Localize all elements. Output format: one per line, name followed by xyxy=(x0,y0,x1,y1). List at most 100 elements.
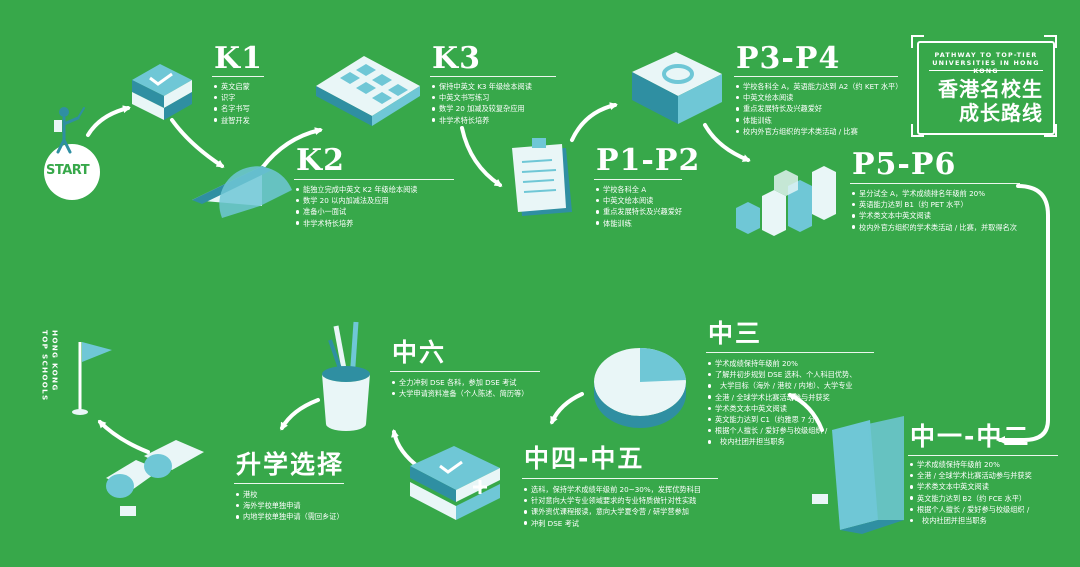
stage-rule xyxy=(294,179,454,181)
stage-rule xyxy=(706,352,874,354)
stage-item: 学校各科全 A，英语能力达到 A2（约 KET 水平） xyxy=(736,81,902,92)
stage-item: 学校各科全 A xyxy=(596,184,682,195)
arrow-uni-to-goal xyxy=(97,419,150,454)
arrow-s4s5-to-s6 xyxy=(391,429,422,470)
stage-title: K1 xyxy=(214,41,263,76)
stage-item: 校内外官方组织的学术类活动 / 比赛 xyxy=(736,126,902,137)
goal-flag-icon xyxy=(72,342,112,415)
stage-items: 英文启蒙 识字 名字书写 益智开发 xyxy=(214,81,250,126)
path-arrows xyxy=(86,102,1050,470)
pencil-cup-icon xyxy=(322,321,370,431)
stage-item: 学术类文本中英文阅读 xyxy=(852,210,1017,221)
stage-rule xyxy=(734,76,898,78)
check-plus-boxes-icon xyxy=(410,446,500,520)
stage-item: 大学目标（海外 / 港校 / 内地）、大学专业 xyxy=(708,380,856,391)
stage-item: 中英文绘本阅读 xyxy=(736,92,902,103)
stage-items: 学术成绩保持年级前 20% 了解并初步规划 DSE 选科、个人科目优势、 大学目… xyxy=(708,358,856,448)
stage-title: 中一-中二 xyxy=(910,422,1031,451)
stage-title: P3-P4 xyxy=(736,41,841,76)
stage-item: 英语能力达到 B1（约 PET 水平） xyxy=(852,199,1017,210)
stage-item: 中英文绘本阅读 xyxy=(596,195,682,206)
stage-item: 学术类文本中英文阅读 xyxy=(708,403,856,414)
brand-title-line-2: 成长路线 xyxy=(959,101,1043,125)
stage-item: 英文启蒙 xyxy=(214,81,250,92)
goal-label-line-2: TOP SCHOOLS xyxy=(40,330,50,402)
stage-item: 识字 xyxy=(214,92,250,103)
stage-items: 呈分试全 A，学术成绩排名年级前 20% 英语能力达到 B1（约 PET 水平）… xyxy=(852,188,1017,233)
stage-item: 校内外官方组织的学术类活动 / 比赛，并取得名次 xyxy=(852,222,1017,233)
stage-item: 校内社团并担当职务 xyxy=(708,436,856,447)
stage-item: 全力冲刺 DSE 各科，参加 DSE 考试 xyxy=(392,377,528,388)
stage-item: 数学 20 以内加减法及应用 xyxy=(296,195,417,206)
binoculars-icon xyxy=(106,440,204,516)
stage-item: 英文能力达到 C1（约雅思 7 分） xyxy=(708,414,856,425)
stage-items: 学校各科全 A，英语能力达到 A2（约 KET 水平） 中英文绘本阅读 重点发展… xyxy=(736,81,902,137)
stage-item: 了解并初步规划 DSE 选科、个人科目优势、 xyxy=(708,369,856,380)
arrow-s6-to-uni xyxy=(280,398,320,431)
stage-items: 保持中英文 K3 年级绘本阅读 中英文书写练习 数学 20 加减及较复杂应用 非… xyxy=(432,81,532,126)
brand-title-line-1: 香港名校生 xyxy=(938,77,1043,101)
stage-item: 英文能力达到 B2（约 FCE 水平） xyxy=(910,493,1032,504)
stage-item: 海外学校单独申请 xyxy=(236,500,344,511)
stage-items: 学术成绩保持年级前 20% 全港 / 全球学术比赛活动参与并获奖 学术类文本中英… xyxy=(910,459,1032,526)
stage-items: 港校 海外学校单独申请 内地学校单独申请（需回乡证） xyxy=(236,489,344,523)
stage-items: 学校各科全 A 中英文绘本阅读 重点发展特长及兴趣爱好 体能训练 xyxy=(596,184,682,229)
clipboard-icon xyxy=(512,138,572,216)
brand-tagline-line-2: UNIVERSITIES IN HONG KONG xyxy=(932,59,1040,75)
stage-rule xyxy=(234,483,344,485)
stage-title: 中四-中五 xyxy=(524,444,645,473)
stage-item: 数学 20 加减及较复杂应用 xyxy=(432,103,532,114)
stage-item: 针对意向大学专业领域要求的专业特质做针对性实践 xyxy=(524,495,701,506)
stage-item: 学术成绩保持年级前 20% xyxy=(708,358,856,369)
protractor-ruler-icon xyxy=(192,166,292,218)
stage-rule xyxy=(430,76,556,78)
arrow-p5p6-to-s1s2 xyxy=(997,184,1050,444)
stage-item: 非学术特长培养 xyxy=(432,115,532,126)
stage-item: 根据个人擅长 / 爱好参与校级组织 / xyxy=(910,504,1032,515)
stage-item: 中英文书写练习 xyxy=(432,92,532,103)
stage-item: 港校 xyxy=(236,489,344,500)
stage-rule xyxy=(850,183,1020,185)
brand-tagline: PATHWAY TO TOP-TIER UNIVERSITIES IN HONG… xyxy=(919,51,1053,75)
brand-tagline-line-1: PATHWAY TO TOP-TIER xyxy=(934,51,1038,59)
brand-frame-corners xyxy=(911,35,1057,137)
stage-item: 呈分试全 A，学术成绩排名年级前 20% xyxy=(852,188,1017,199)
stage-rule xyxy=(522,478,718,480)
stage-rule xyxy=(908,455,1058,457)
stage-title: 中六 xyxy=(392,338,447,367)
arrow-k1-to-k2 xyxy=(170,118,225,168)
start-label: START xyxy=(46,163,90,178)
pie-chart-icon xyxy=(594,347,686,428)
stage-title: 升学选择 xyxy=(236,450,345,479)
stage-item: 非学术特长培养 xyxy=(296,218,417,229)
stage-title: P5-P6 xyxy=(852,147,957,182)
stage-item: 名字书写 xyxy=(214,103,250,114)
stage-item: 体能训练 xyxy=(736,115,902,126)
stage-item: 保持中英文 K3 年级绘本阅读 xyxy=(432,81,532,92)
stage-title: K2 xyxy=(296,143,345,178)
stage-item: 全港 / 全球学术比赛活动参与并获奖 xyxy=(708,392,856,403)
stage-item: 冲刺 DSE 考试 xyxy=(524,518,701,529)
stage-item: 益智开发 xyxy=(214,115,250,126)
stacked-check-boxes-icon xyxy=(132,64,192,120)
stage-item: 重点发展特长及兴趣爱好 xyxy=(736,103,902,114)
arrow-k2-to-k3 xyxy=(260,127,323,170)
arrow-k3-to-p1p2 xyxy=(460,126,503,187)
stage-item: 学术类文本中英文阅读 xyxy=(910,481,1032,492)
stage-items: 能独立完成中英文 K2 年级绘本阅读 数学 20 以内加减法及应用 准备小一面试… xyxy=(296,184,417,229)
stage-item: 全港 / 全球学术比赛活动参与并获奖 xyxy=(910,470,1032,481)
stage-title: P1-P2 xyxy=(596,143,701,178)
goal-label-line-1: HONG KONG xyxy=(50,330,60,392)
stage-item: 校内社团并担当职务 xyxy=(910,515,1032,526)
stage-item: 能独立完成中英文 K2 年级绘本阅读 xyxy=(296,184,417,195)
stage-item: 内地学校单独申请（需回乡证） xyxy=(236,511,344,522)
stage-rule xyxy=(594,179,682,181)
books-icon xyxy=(812,416,904,534)
brand-box: PATHWAY TO TOP-TIER UNIVERSITIES IN HONG… xyxy=(917,41,1055,135)
stage-title: 中三 xyxy=(708,319,763,348)
hiker-icon xyxy=(54,107,85,154)
stage-item: 体能训练 xyxy=(596,218,682,229)
stage-item: 课外资优课程报读，意向大学夏令营 / 研学营参加 xyxy=(524,506,701,517)
stage-items: 选科，保持学术成绩年级前 20~30%，发挥优势科目 针对意向大学专业领域要求的… xyxy=(524,484,701,529)
